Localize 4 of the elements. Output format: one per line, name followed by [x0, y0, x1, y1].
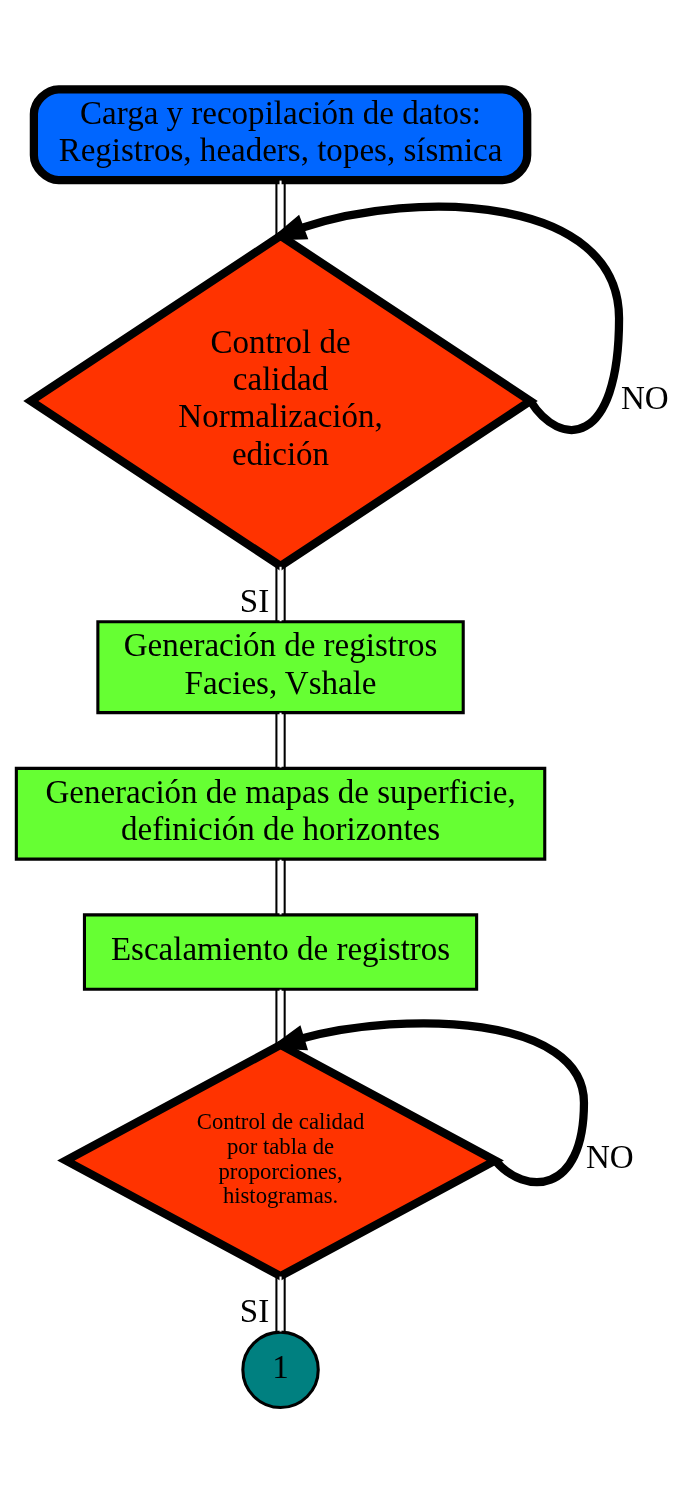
edge-label: NO: [621, 379, 669, 416]
edge-label: NO: [585, 1139, 634, 1176]
edge-label: SI: [239, 582, 270, 619]
edge-label: SI: [239, 1292, 270, 1329]
